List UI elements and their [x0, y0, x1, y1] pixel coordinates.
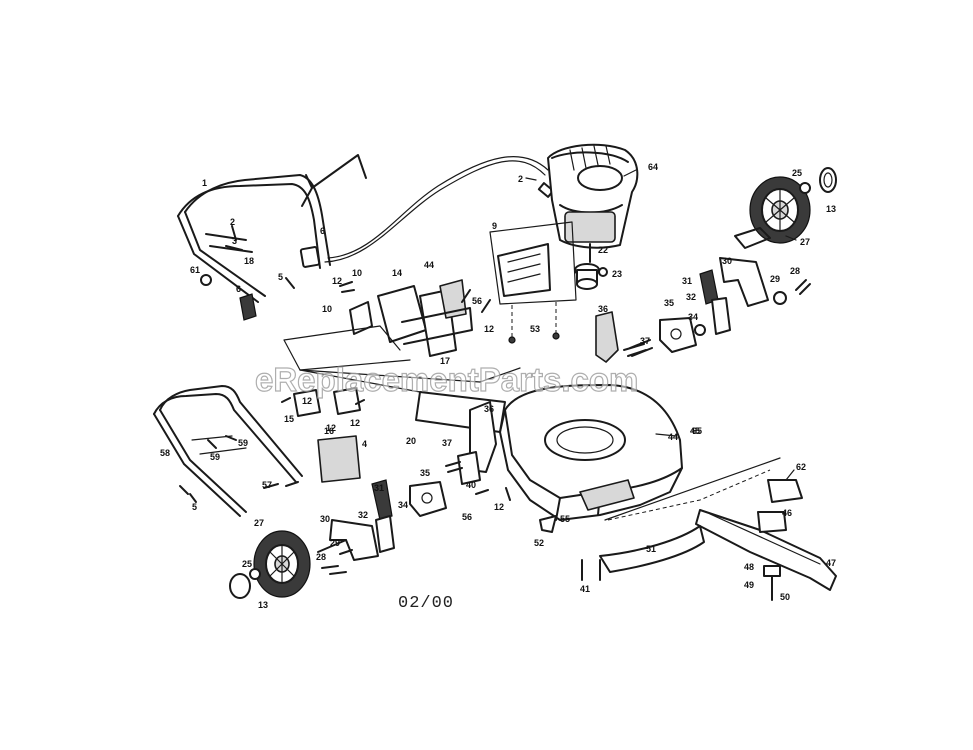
- part-number-label: 59: [238, 438, 248, 448]
- part-number-label: 53: [530, 324, 540, 334]
- part-number-label: 45: [690, 426, 700, 436]
- part-number-label: 36: [598, 304, 608, 314]
- part-number-label: 44: [668, 432, 678, 442]
- part-number-label: 49: [744, 580, 754, 590]
- part-number-label: 37: [442, 438, 452, 448]
- deck-bracket: [283, 279, 521, 383]
- lower-handle: [153, 385, 303, 517]
- part-number-label: 31: [374, 483, 384, 493]
- right-rear-wheel: [749, 176, 811, 244]
- part-number-label: 17: [440, 356, 450, 366]
- part-number-label: 1: [202, 178, 207, 188]
- part-number-label: 12: [326, 423, 336, 433]
- part-number-label: 5: [278, 272, 283, 282]
- part-number-label: 12: [484, 324, 494, 334]
- rear-deflector: [489, 221, 577, 344]
- part-number-callouts: 1 2 2 3 4 5 5 6 6 9 10 10 12 12 12 12 12…: [160, 162, 836, 610]
- part-number-label: 13: [258, 600, 268, 610]
- leader-lines: [525, 169, 797, 481]
- mower-deck: [299, 369, 683, 521]
- part-number-label: 27: [800, 237, 810, 247]
- hardware: [179, 225, 653, 575]
- part-number-label: 16: [324, 426, 334, 436]
- part-number-label: 65: [692, 426, 702, 436]
- part-number-label: 12: [494, 502, 504, 512]
- part-number-label: 2: [518, 174, 523, 184]
- part-number-label: 31: [682, 276, 692, 286]
- part-number-label: 20: [406, 436, 416, 446]
- part-number-label: 30: [320, 514, 330, 524]
- part-number-label: 6: [320, 226, 325, 236]
- part-number-label: 57: [262, 480, 272, 490]
- part-number-label: 14: [392, 268, 402, 278]
- upper-handle: [177, 174, 331, 303]
- part-number-label: 51: [646, 544, 656, 554]
- part-number-label: 10: [352, 268, 362, 278]
- part-number-label: 22: [598, 245, 608, 255]
- part-number-label: 56: [462, 512, 472, 522]
- part-number-label: 64: [648, 162, 658, 172]
- part-number-label: 30: [722, 256, 732, 266]
- part-number-label: 48: [744, 562, 754, 572]
- part-number-label: 10: [322, 304, 332, 314]
- part-number-label: 23: [612, 269, 622, 279]
- part-number-label: 6: [236, 284, 241, 294]
- part-number-label: 47: [826, 558, 836, 568]
- part-number-label: 35: [420, 468, 430, 478]
- part-number-label: 3: [232, 236, 237, 246]
- part-number-label: 55: [560, 514, 570, 524]
- part-number-label: 46: [782, 508, 792, 518]
- part-number-label: 62: [796, 462, 806, 472]
- part-number-label: 36: [484, 404, 494, 414]
- part-number-label: 29: [330, 538, 340, 548]
- part-number-label: 5: [192, 502, 197, 512]
- part-number-label: 12: [350, 418, 360, 428]
- part-number-label: 13: [826, 204, 836, 214]
- right-wheel-plate: [595, 311, 697, 363]
- blade-adapter: [574, 263, 608, 290]
- part-number-label: 44: [424, 260, 434, 270]
- part-number-label: 52: [534, 538, 544, 548]
- part-number-label: 37: [640, 336, 650, 346]
- part-number-label: 59: [210, 452, 220, 462]
- part-number-label: 34: [688, 312, 698, 322]
- part-number-label: 15: [284, 414, 294, 424]
- part-number-label: 41: [580, 584, 590, 594]
- part-number-label: 2: [230, 217, 235, 227]
- part-number-label: 12: [302, 396, 312, 406]
- part-number-label: 4: [362, 439, 367, 449]
- engine: [547, 143, 639, 263]
- part-number-label: 29: [770, 274, 780, 284]
- part-number-label: 35: [664, 298, 674, 308]
- part-number-label: 28: [316, 552, 326, 562]
- control-cable: [324, 156, 555, 263]
- part-number-label: 25: [242, 559, 252, 569]
- rear-skirt: [293, 387, 361, 483]
- part-number-label: 9: [492, 221, 497, 231]
- left-height-adjuster: [329, 401, 497, 561]
- part-number-label: 56: [472, 296, 482, 306]
- part-number-label: 25: [792, 168, 802, 178]
- part-number-label: 50: [780, 592, 790, 602]
- blade-assembly: [539, 457, 837, 601]
- part-number-label: 32: [686, 292, 696, 302]
- revision-date: 02/00: [398, 594, 454, 613]
- control-bail: [301, 154, 367, 207]
- part-number-label: 58: [160, 448, 170, 458]
- part-number-label: 12: [332, 276, 342, 286]
- part-number-label: 28: [790, 266, 800, 276]
- part-number-label: 40: [466, 480, 476, 490]
- part-number-label: 34: [398, 500, 408, 510]
- part-number-label: 18: [244, 256, 254, 266]
- part-number-label: 61: [190, 265, 200, 275]
- part-number-label: 27: [254, 518, 264, 528]
- left-front-wheel: [229, 530, 347, 599]
- part-number-label: 32: [358, 510, 368, 520]
- right-hubcap: [799, 167, 837, 194]
- watermark-text: eReplacementParts.com: [255, 361, 638, 398]
- right-height-adjuster: [694, 227, 811, 336]
